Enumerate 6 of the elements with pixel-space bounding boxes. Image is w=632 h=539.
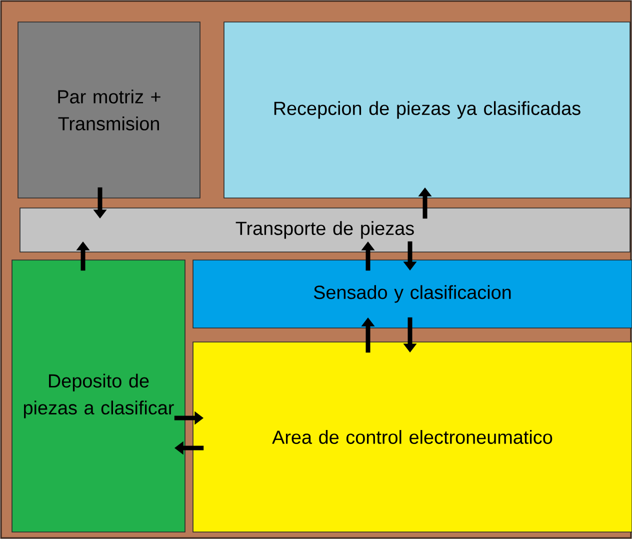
process-box: Recepcion de piezas ya clasificadas [224,22,630,198]
process-box: Area de control electroneumatico [192,342,632,532]
process-box: Transporte de piezas [20,208,630,252]
process-box: Sensado y clasificacion [192,260,632,328]
process-box: Par motriz + Transmision [18,22,200,198]
process-box: Deposito de piezas a clasificar [12,260,186,532]
